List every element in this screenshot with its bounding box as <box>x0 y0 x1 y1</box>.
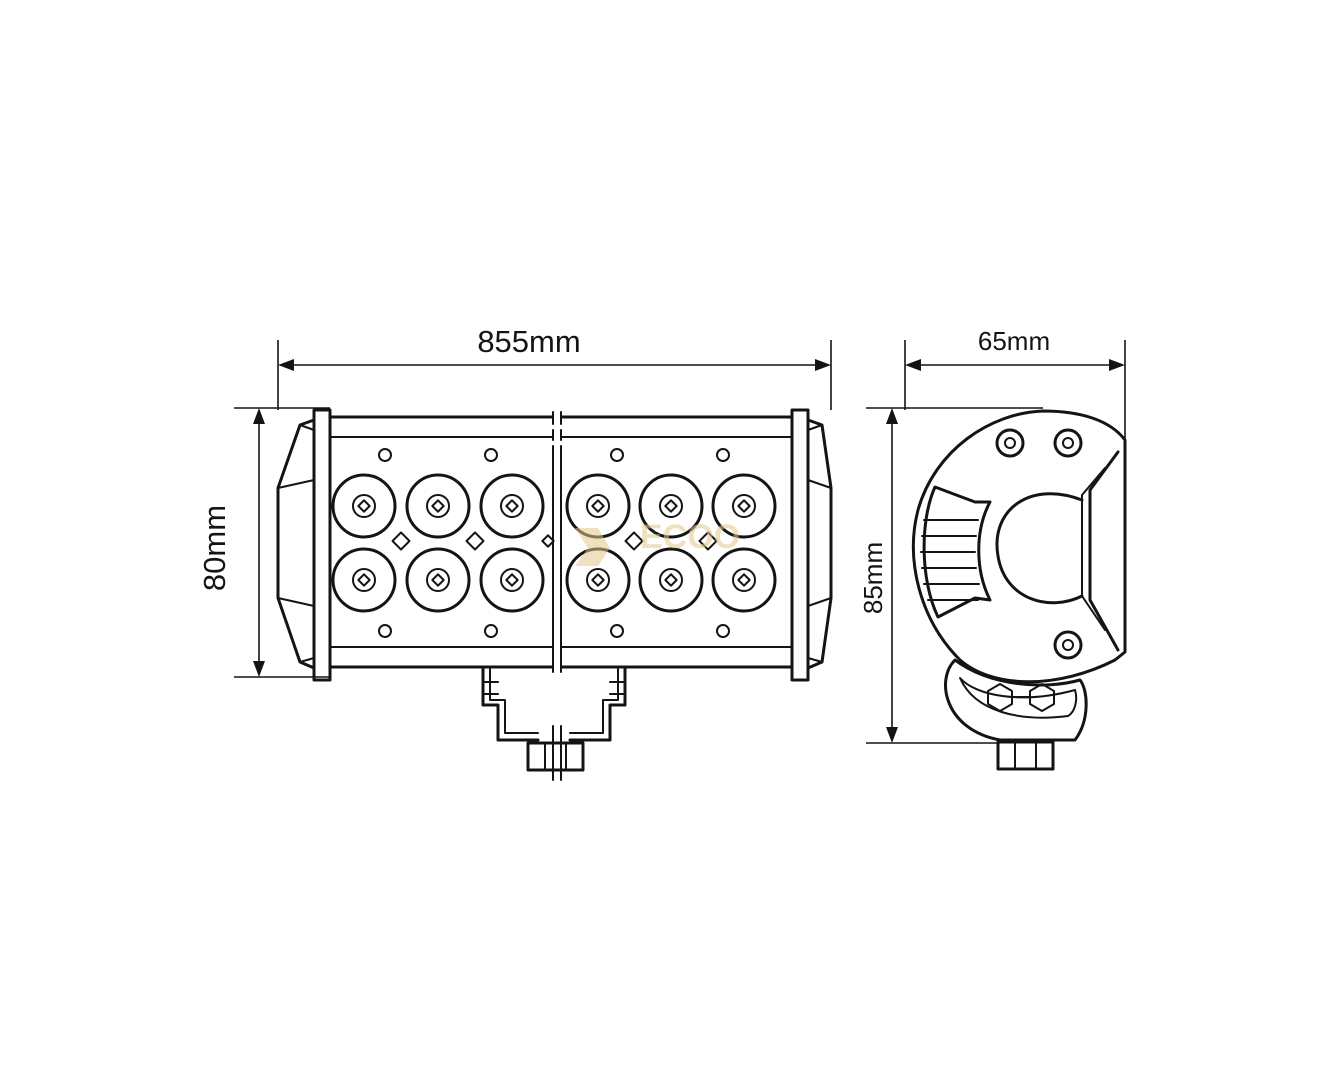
front-view: 855mm 80mm <box>197 324 833 781</box>
height-dimension: 80mm <box>197 407 330 678</box>
watermark-text: ECOO <box>640 518 740 556</box>
length-label: 855mm <box>477 324 580 359</box>
screw-hole <box>610 624 624 638</box>
led-reflector <box>638 547 704 613</box>
diamond-spacer <box>391 531 411 551</box>
screw-hole <box>484 448 498 462</box>
depth-label: 65mm <box>978 326 1050 356</box>
diamond-spacer <box>465 531 485 551</box>
screw-holes <box>378 448 730 638</box>
led-reflector <box>405 473 471 539</box>
screw-hole <box>716 624 730 638</box>
screw-hole <box>378 624 392 638</box>
watermark-logo: ECOO <box>575 518 740 566</box>
length-dimension: 855mm <box>277 324 832 410</box>
screw-hole <box>484 624 498 638</box>
side-height-label: 85mm <box>858 542 888 614</box>
diamond-spacer <box>698 531 718 551</box>
led-reflector <box>711 547 777 613</box>
bolt-circle <box>1053 428 1083 458</box>
diamond-spacer <box>624 531 644 551</box>
mounting-bracket <box>481 667 627 781</box>
right-end-cap <box>790 408 833 682</box>
led-reflector <box>638 473 704 539</box>
screw-hole <box>610 448 624 462</box>
led-reflector <box>479 547 545 613</box>
led-reflector <box>331 473 397 539</box>
led-reflector <box>565 473 631 539</box>
screw-hole <box>378 448 392 462</box>
side-mount-foot <box>944 658 1088 771</box>
led-reflector <box>331 547 397 613</box>
left-end-cap <box>276 408 332 682</box>
screw-hole <box>716 448 730 462</box>
side-view: 65mm 85mm <box>858 326 1127 771</box>
height-label: 80mm <box>197 505 232 591</box>
led-reflector <box>405 547 471 613</box>
diamond-spacer <box>541 534 555 548</box>
led-reflector <box>479 473 545 539</box>
side-height-dimension: 85mm <box>858 407 1043 744</box>
nut-icon <box>987 683 1013 712</box>
bolt-circle <box>1053 630 1083 660</box>
nut-icon <box>1029 683 1055 712</box>
led-reflector <box>711 473 777 539</box>
bolt-circle <box>995 428 1025 458</box>
side-body <box>911 409 1127 684</box>
